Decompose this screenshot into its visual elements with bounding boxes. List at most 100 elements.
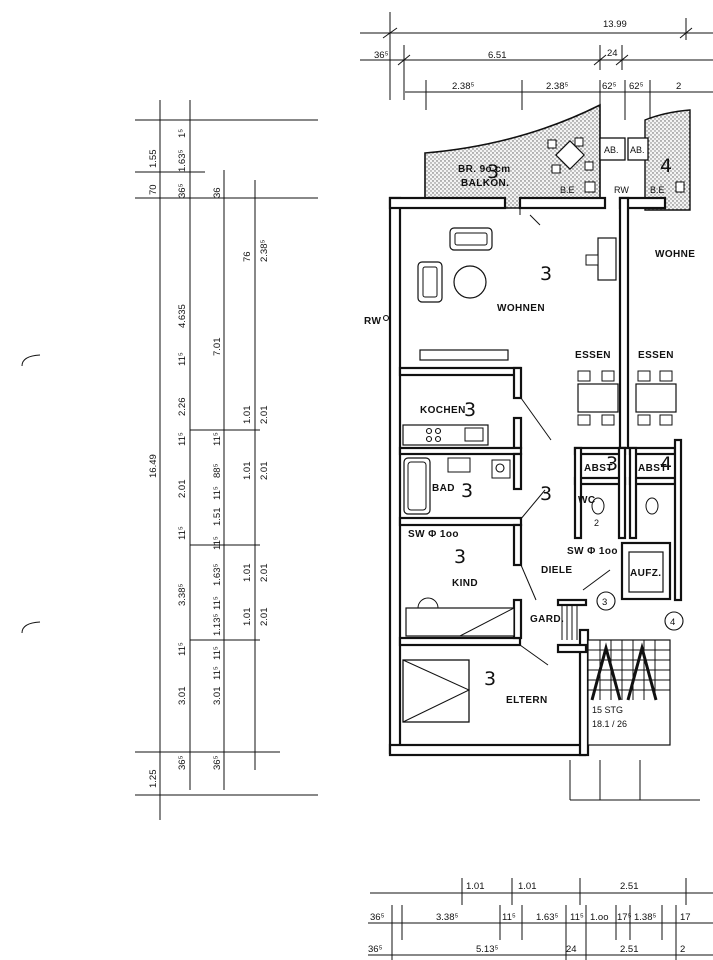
stair-mark-left: 3 — [602, 597, 607, 608]
dim-left-1-635: 1.63⁵ — [177, 150, 188, 172]
dim-left-2-01-d: 2.01 — [259, 564, 270, 583]
sw-pipe-right: SW Φ 1oo — [567, 546, 618, 557]
rw-label: RW — [364, 316, 381, 327]
sw-pipe-left: SW Φ 1oo — [408, 529, 459, 540]
dim-bottom-2: 2 — [680, 944, 685, 955]
mark-bad: 3 — [461, 480, 473, 502]
dim-left-3-01-a: 3.01 — [177, 687, 188, 706]
dim-bottom-2-51-b: 2.51 — [620, 944, 639, 955]
dim-top-2: 2 — [676, 81, 681, 92]
ab-right-label: AB. — [630, 145, 645, 155]
left-dimensions: 1.55 1.63⁵ 1⁵ 70 36⁵ 36 76 2.38⁵ 4.635 1… — [135, 100, 318, 820]
dim-left-1-51: 1.51 — [212, 508, 223, 527]
apartment-walls — [388, 196, 683, 757]
dim-top-62-5-b: 62⁵ — [629, 81, 644, 92]
mark-kochen: 3 — [464, 399, 476, 421]
room-kind: KIND — [452, 578, 478, 589]
dim-left-36-5: 36⁵ — [177, 183, 188, 198]
dim-left-1-635: 1.63⁵ — [212, 564, 223, 586]
dim-left-11-5-c: 11⁵ — [212, 432, 223, 446]
dim-left-11-5-f: 11⁵ — [212, 536, 223, 550]
mark-eltern: 3 — [484, 668, 496, 690]
dim-bottom-36-5-b: 36⁵ — [368, 944, 383, 955]
dim-left-2-01-b: 2.01 — [177, 480, 188, 499]
room-diele: DIELE — [541, 565, 572, 576]
dim-bottom-5-135: 5.13⁵ — [476, 944, 498, 955]
dim-bottom-2-51-a: 2.51 — [620, 881, 639, 892]
stair-mark-right: 4 — [670, 617, 675, 628]
balcony: AB. AB. BR. 9o cm BALKON. 3 4 B.E RW B.E — [424, 103, 691, 211]
dim-bottom-11-5-b: 11⁵ — [570, 912, 584, 923]
dim-left-15: 1⁵ — [177, 129, 188, 138]
dim-total-width: 13.99 — [603, 19, 627, 30]
dim-left-88-5: 88⁵ — [212, 463, 223, 478]
dim-left-4-635: 4.635 — [177, 304, 188, 328]
stair-steps-label: 15 STG — [592, 705, 623, 715]
room-wc: WC — [578, 495, 595, 506]
dim-bottom-36-5-a: 36⁵ — [370, 912, 385, 923]
binder-hole-top — [21, 354, 41, 367]
dim-left-7-01: 7.01 — [212, 338, 223, 357]
dim-bottom-1-01-b: 1.01 — [518, 881, 537, 892]
furniture: 2 — [382, 198, 677, 723]
dim-top-36-5: 36⁵ — [374, 50, 389, 61]
room-abst: ABST — [584, 463, 613, 474]
dim-left-16-49: 16.49 — [148, 454, 159, 478]
mark-wohnen: 3 — [540, 263, 552, 285]
room-eltern: ELTERN — [506, 695, 548, 706]
dim-left-1-01-c: 1.01 — [242, 564, 253, 583]
room-kochen: KOCHEN — [420, 405, 466, 416]
room-abst-right: ABST — [638, 463, 667, 474]
top-dimensions: 13.99 36⁵ 6.51 24 2.38⁵ 2.38⁵ 62⁵ 62⁵ 2 — [360, 12, 713, 120]
room-wohnen: WOHNEN — [497, 303, 545, 314]
dim-left-2-26: 2.26 — [177, 398, 188, 417]
dim-left-2-01-e: 2.01 — [259, 608, 270, 627]
room-essen: ESSEN — [575, 350, 611, 361]
stair-dimension-label: 18.1 / 26 — [592, 719, 627, 729]
dim-left-11-5-h: 11⁵ — [212, 646, 223, 660]
dim-left-11-5-i: 11⁵ — [177, 642, 188, 656]
dim-left-2-01-c: 2.01 — [259, 462, 270, 481]
dim-left-11-5-a: 11⁵ — [177, 352, 188, 366]
dim-left-11-5-j: 11⁵ — [212, 666, 223, 680]
dim-top-24: 24 — [607, 48, 618, 59]
mark-diele: 3 — [540, 483, 552, 505]
mark-kind: 3 — [454, 546, 466, 568]
rw-balcony-label: RW — [614, 185, 629, 195]
bottom-dimensions: 1.01 1.01 2.51 36⁵ 3.38⁵ 11⁵ 1.63⁵ 11⁵ 1… — [368, 878, 713, 960]
dim-bottom-11-5-a: 11⁵ — [502, 912, 516, 923]
dim-top-2-385-a: 2.38⁵ — [452, 81, 474, 92]
dim-left-2-01-a: 2.01 — [259, 406, 270, 425]
be-label-right: B.E — [650, 185, 665, 195]
dim-bottom-1-00: 1.oo — [590, 912, 609, 923]
balkon-width-label: BR. 9o cm — [458, 164, 511, 175]
dim-left-11-5-e: 11⁵ — [177, 526, 188, 540]
balkon-mark: 3 — [487, 161, 499, 183]
dim-left-36-5-b: 36⁵ — [177, 755, 188, 770]
room-bad: BAD — [432, 483, 455, 494]
room-essen-right: ESSEN — [638, 350, 674, 361]
dim-bottom-17: 17 — [680, 912, 691, 923]
room-gard: GARD. — [530, 614, 564, 625]
dim-left-1-01-b: 1.01 — [242, 462, 253, 481]
be-label-left: B.E — [560, 185, 575, 195]
dim-bottom-24: 24 — [566, 944, 577, 955]
room-aufz: AUFZ. — [630, 568, 661, 579]
dim-left-1-25: 1.25 — [148, 770, 159, 789]
dim-bottom-3-385: 3.38⁵ — [436, 912, 458, 923]
dim-left-1-135: 1.13⁵ — [212, 614, 223, 636]
room-wohnen-right: WOHNE — [655, 249, 695, 260]
balkon-right-mark: 4 — [660, 155, 672, 177]
dim-bottom-1-01-a: 1.01 — [466, 881, 485, 892]
stairwell: 15 STG 18.1 / 26 3 4 — [569, 591, 700, 801]
dim-left-11-5-g: 11⁵ — [212, 596, 223, 610]
dim-top-6-51: 6.51 — [488, 50, 507, 61]
dim-left-3-01-b: 3.01 — [212, 687, 223, 706]
dim-left-1-01-a: 1.01 — [242, 406, 253, 425]
dim-left-36: 36 — [212, 187, 223, 198]
dim-top-2-385-b: 2.38⁵ — [546, 81, 568, 92]
dim-left-1-55: 1.55 — [148, 150, 159, 169]
dim-left-11-5-b: 11⁵ — [177, 432, 188, 446]
dim-left-1-01-d: 1.01 — [242, 608, 253, 627]
